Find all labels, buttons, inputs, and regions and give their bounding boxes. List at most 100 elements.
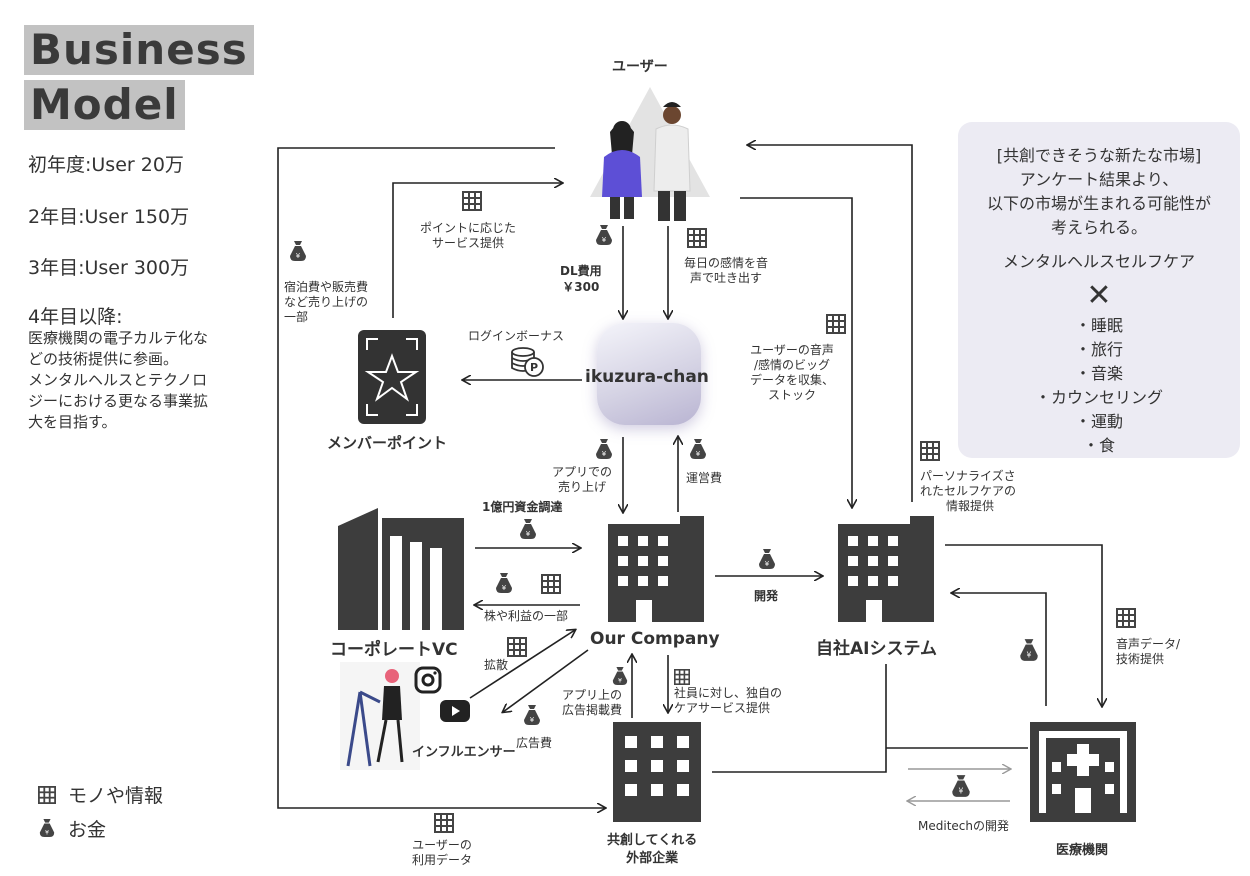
ai-system-building-icon [838, 516, 934, 622]
money-bag-icon [950, 774, 972, 798]
goods-icon [687, 228, 707, 248]
panel-item: ・音楽 [1074, 364, 1123, 383]
label-ad-fee: 広告費 [516, 736, 553, 750]
label-line: 広告掲載費 [562, 703, 623, 717]
label-line: など売り上げの [284, 295, 369, 309]
partner-label-line: 外部企業 [626, 851, 679, 866]
money-bag-icon [611, 666, 629, 686]
goods-icon [1116, 608, 1136, 628]
label-usage-data: ユーザーの 利用データ [412, 838, 472, 868]
label-line: 毎日の感情を音 [684, 256, 769, 270]
plan-year4-detail: 医療機関の電子カルテ化な どの技術提供に参画。 メンタルヘルスとテクノロ ジーに… [28, 328, 208, 433]
panel-item: ・カウンセリング [1034, 388, 1163, 407]
title-model: Model [24, 80, 185, 130]
our-company-label: Our Company [590, 629, 720, 649]
medical-label: 医療機関 [1056, 843, 1109, 858]
label-develop: 開発 [754, 589, 779, 603]
member-point-label: メンバーポイント [327, 434, 448, 452]
legend-money-icon [38, 818, 56, 838]
app-icon [597, 323, 701, 425]
goods-icon [541, 574, 561, 594]
money-bag-icon [288, 240, 308, 262]
influencer-label: インフルエンサー [412, 745, 516, 760]
money-bag-icon [518, 518, 538, 540]
panel-market: メンタルヘルスセルフケア [1002, 252, 1195, 271]
label-ops-cost: 運営費 [686, 471, 723, 485]
plan-detail-line: 大を目指す。 [28, 413, 117, 431]
goods-icon [674, 669, 690, 685]
label-line: 利用データ [412, 853, 473, 867]
plan-detail-line: どの技術提供に参画。 [28, 350, 179, 368]
plan-year1: 初年度:User 20万 [28, 154, 184, 176]
label-line: サービス提供 [432, 236, 505, 250]
svg-text:P: P [530, 361, 538, 374]
influencer-illustration [340, 662, 420, 770]
money-bag-icon [1018, 638, 1040, 662]
label-line: パーソナライズさ [920, 469, 1016, 483]
youtube-icon [440, 700, 470, 722]
label-line: アプリ上の [562, 688, 623, 702]
panel-line: アンケート結果より、 [1019, 170, 1179, 189]
label-line: 音声データ/ [1116, 637, 1181, 651]
goods-icon [462, 191, 482, 211]
label-voice-data: 音声データ/ 技術提供 [1116, 637, 1180, 667]
label-line: 技術提供 [1116, 652, 1165, 666]
money-bag-icon [594, 438, 614, 460]
plan-year3: 3年目:User 300万 [28, 257, 190, 279]
label-app-sales: アプリでの 売り上げ [552, 465, 612, 495]
partner-label: 共創してくれる 外部企業 [607, 832, 697, 868]
panel-item: ・食 [1082, 436, 1115, 455]
label-employee-care: 社員に対し、独自の ケアサービス提供 [674, 686, 782, 716]
label-line: DL費用 [560, 264, 602, 278]
label-point-service: ポイントに応じた サービス提供 [420, 221, 516, 251]
money-bag-icon [494, 572, 514, 594]
market-panel: [共創できそうな新たな市場] アンケート結果より、 以下の市場が生まれる可能性が… [958, 122, 1240, 458]
label-line: 宿泊費や販売費 [284, 280, 369, 294]
legend-money-label: お金 [68, 819, 107, 841]
coin-icon: P [511, 347, 544, 377]
title-business: Business [24, 25, 254, 75]
label-line: 社員に対し、独自の [674, 686, 783, 700]
label-line: 声で吐き出す [690, 271, 763, 285]
label-bigdata: ユーザーの音声 /感情のビッグ データを収集、 ストック [750, 343, 834, 403]
plan-year2: 2年目:User 150万 [28, 206, 190, 228]
legend-goods-label: モノや情報 [68, 785, 164, 807]
corporate-vc-building-icon [338, 508, 464, 630]
label-line: /感情のビッグ [753, 358, 831, 372]
panel-item: ・旅行 [1074, 340, 1123, 359]
user-illustration [590, 87, 710, 221]
partner-building-icon [613, 722, 701, 822]
money-bag-icon [594, 224, 614, 246]
user-node-label: ユーザー [612, 59, 668, 75]
plan-year4: 4年目以降: [28, 306, 123, 328]
label-app-ad: アプリ上の 広告掲載費 [562, 688, 622, 718]
label-funding: 1億円資金調達 [482, 500, 563, 514]
legend-goods-icon [38, 786, 56, 804]
money-bag-icon [757, 548, 777, 570]
money-bag-icon [688, 438, 708, 460]
goods-icon [434, 813, 454, 833]
plan-detail-line: メンタルヘルスとテクノロ [28, 371, 208, 389]
panel-line: 以下の市場が生まれる可能性が [986, 194, 1211, 213]
hospital-icon [1030, 722, 1136, 822]
label-meditech: Meditechの開発 [918, 819, 1009, 833]
label-line: ストック [768, 388, 817, 402]
panel-item: ・睡眠 [1074, 316, 1123, 335]
corporate-vc-label: コーポレートVC [330, 640, 458, 660]
plan-detail-line: ジーにおける更なる事業拡 [28, 392, 209, 410]
label-line: 売り上げ [558, 480, 607, 494]
our-company-building-icon [608, 516, 704, 622]
label-shares: 株や利益の一部 [484, 609, 569, 623]
label-line: データを収集、 [750, 373, 835, 387]
goods-icon [920, 441, 940, 461]
goods-icon [507, 637, 527, 657]
label-voice-out: 毎日の感情を音 声で吐き出す [684, 256, 768, 286]
label-line: ￥300 [562, 280, 600, 294]
label-spread: 拡散 [484, 658, 509, 672]
app-name: ikuzura-chan [585, 367, 709, 387]
label-line: 一部 [284, 310, 309, 324]
label-line: アプリでの [552, 465, 613, 479]
label-lodging: 宿泊費や販売費 など売り上げの 一部 [284, 280, 368, 325]
label-line: ポイントに応じた [420, 221, 517, 235]
